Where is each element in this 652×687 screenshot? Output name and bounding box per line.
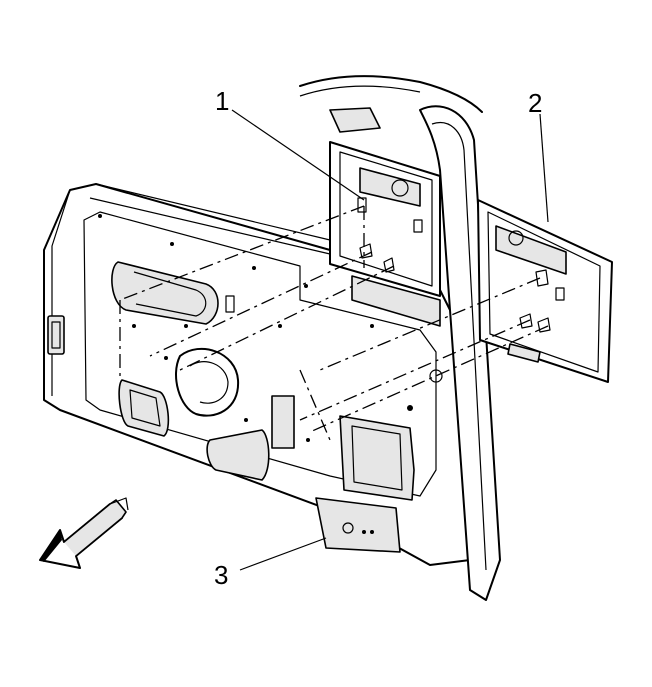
right-bracket-part-2 bbox=[477, 199, 613, 383]
callout-2: 2 bbox=[528, 88, 543, 118]
upper-bracket-part-1 bbox=[329, 141, 441, 327]
callout-1: 1 bbox=[215, 86, 230, 116]
alignment-lines bbox=[119, 205, 549, 441]
cab-panel bbox=[43, 75, 483, 566]
front-direction-arrow-icon bbox=[39, 497, 129, 569]
callout-3: 3 bbox=[214, 560, 229, 590]
pillar-trim bbox=[329, 105, 501, 601]
leader-lines bbox=[231, 109, 549, 571]
